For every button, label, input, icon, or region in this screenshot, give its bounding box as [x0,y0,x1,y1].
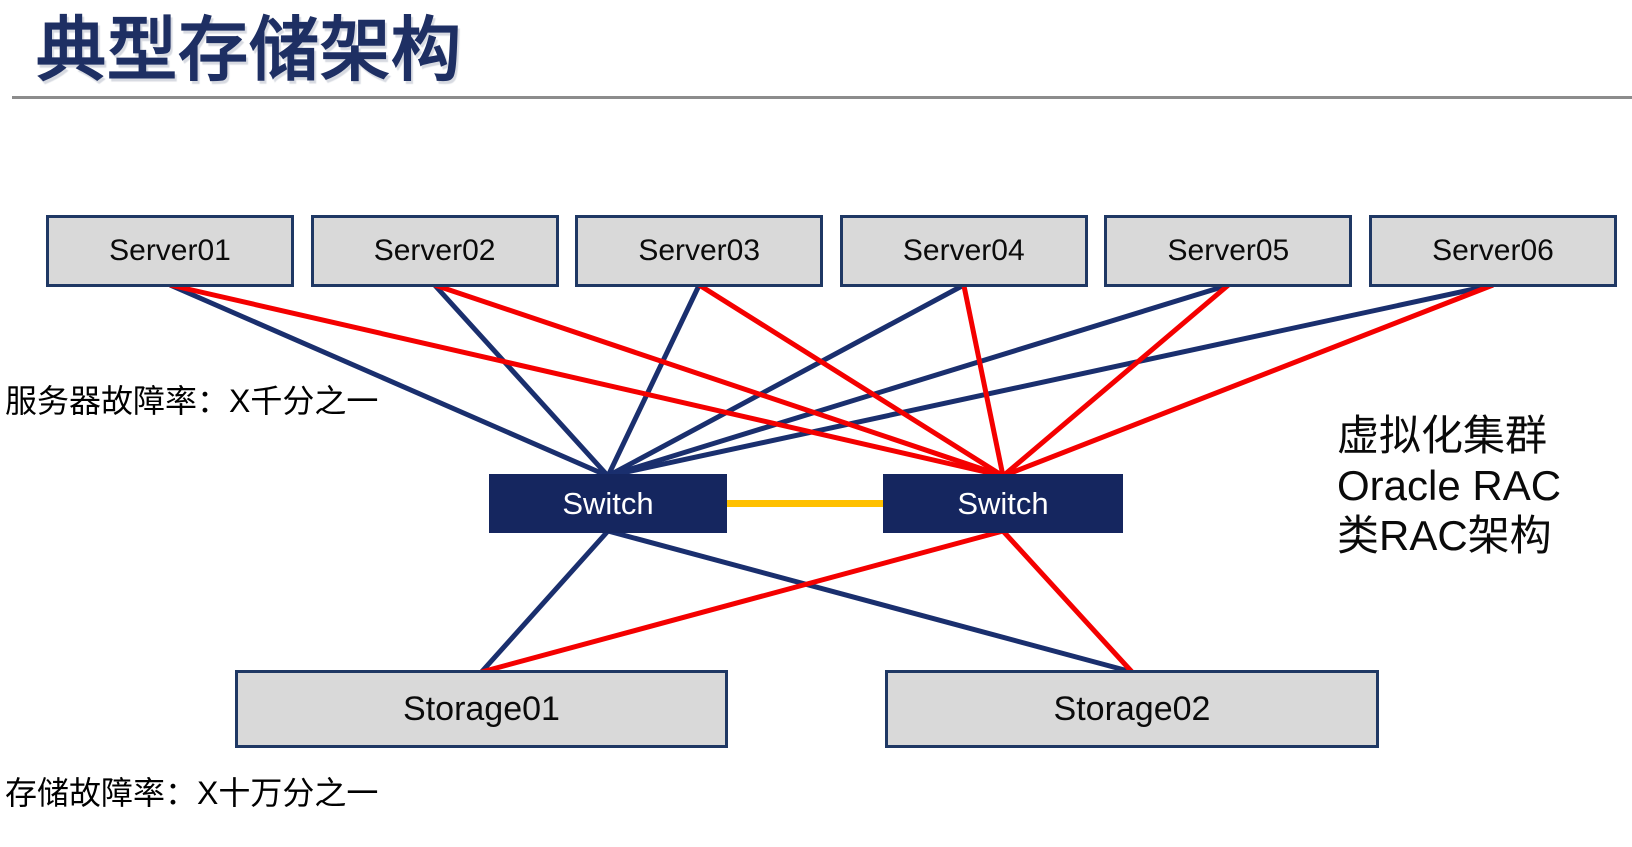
storage-failure-rate-label: 存储故障率：X十万分之一 [5,775,379,811]
switch-label: Switch [562,485,654,521]
link-switch-a-storage01 [479,529,610,674]
link-server05-switch-a [607,282,1230,479]
title-divider [12,96,1632,99]
cluster-note-line: 虚拟化集群 [1337,412,1548,459]
cluster-note-line: 类RAC架构 [1337,512,1552,559]
server-label: Server02 [373,234,496,267]
server-label: Server03 [638,234,761,267]
link-server04-switch-a [606,282,965,479]
link-server06-switch-b [1002,282,1494,479]
link-switch-b-storage01 [480,528,1004,675]
storage-label: Storage02 [1053,689,1211,728]
link-server01-switch-a [169,282,609,479]
link-server01-switch-b [169,282,1004,479]
link-switch-a-storage02 [607,528,1133,675]
link-server05-switch-b [1001,283,1231,478]
link-server06-switch-a [607,282,1494,479]
storage-node-storage02: Storage02 [885,670,1379,748]
storage-label: Storage01 [403,689,560,728]
link-server03-switch-a [605,283,702,478]
server-node-server03: Server03 [575,215,824,287]
storage-node-storage01: Storage01 [235,670,728,748]
server-label: Server04 [902,234,1025,267]
switch-node-switch-b: Switch [883,474,1123,533]
server-node-server05: Server05 [1104,215,1353,287]
link-switch-b-storage02 [1001,529,1134,674]
server-label: Server06 [1432,234,1554,267]
switch-node-switch-a: Switch [489,474,727,533]
switch-label: Switch [957,485,1049,521]
server-node-server02: Server02 [310,215,559,287]
server-label: Server05 [1167,234,1290,267]
cluster-note-line: Oracle RAC [1337,462,1562,509]
server-node-server04: Server04 [839,215,1088,287]
server-failure-rate-label: 服务器故障率：X千分之一 [5,383,379,419]
page-title: 典型存储架构 [36,11,462,89]
link-server03-switch-b [697,282,1005,479]
link-server02-switch-b [433,282,1004,479]
server-node-server06: Server06 [1369,215,1617,287]
server-label: Server01 [109,234,231,267]
link-server04-switch-b [961,284,1006,477]
link-server02-switch-a [432,283,610,478]
server-node-server01: Server01 [46,215,294,287]
